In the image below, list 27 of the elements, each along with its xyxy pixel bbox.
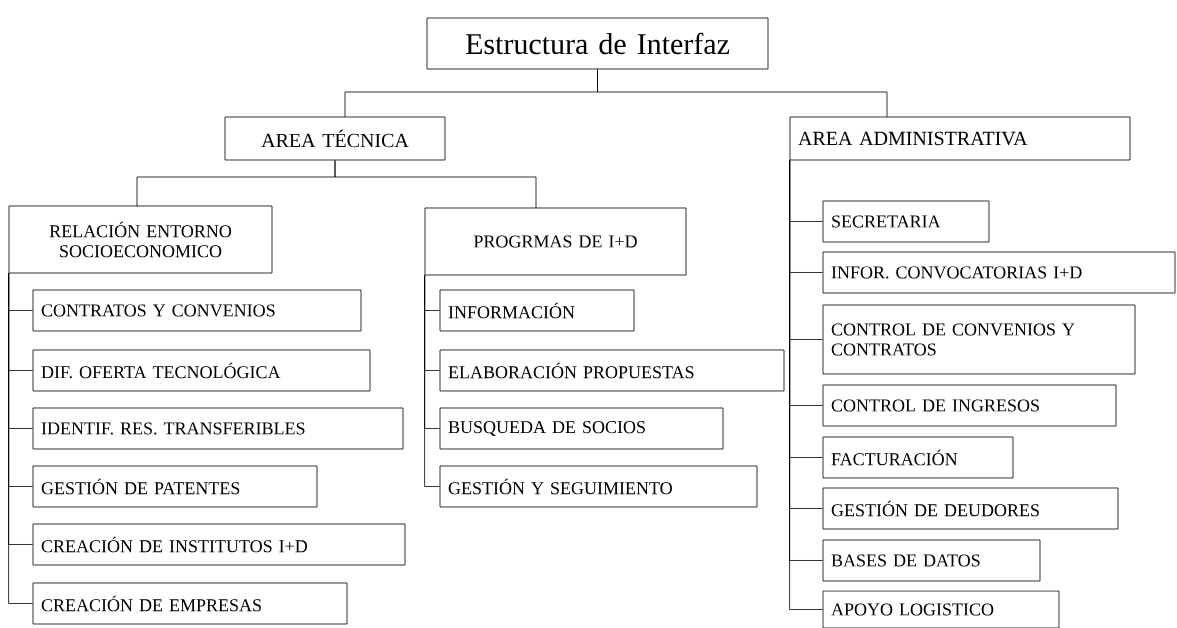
connector-line	[8, 273, 33, 604]
title-box: Estructura de Interfaz	[426, 17, 769, 70]
connector-line	[334, 160, 537, 209]
item-box: DIF. OFERTA TECNOLÓGICA	[32, 349, 371, 392]
item-box: GESTIÓN DE PATENTES	[32, 465, 318, 508]
item-box: BASES DE DATOS	[822, 539, 1041, 582]
section-box: AREA ADMINISTRATIVA	[789, 116, 1131, 161]
connector-line	[597, 69, 888, 118]
item-box: INFORMACIÓN	[439, 289, 635, 332]
item-box: GESTIÓN DE DEUDORES	[822, 487, 1119, 530]
item-box: CONTROL DE INGRESOS	[822, 384, 1117, 427]
item-box: GESTIÓN Y SEGUIMIENTO	[439, 465, 758, 508]
item-box: IDENTIF. RES. TRANSFERIBLES	[32, 407, 404, 450]
item-box: ELABORACIÓN PROPUESTAS	[439, 349, 785, 392]
item-box: SECRETARIA	[822, 200, 990, 243]
item-box: CONTRATOS Y CONVENIOS	[32, 289, 362, 332]
connector-line	[424, 275, 440, 487]
item-box: CREACIÓN DE INSTITUTOS I+D	[32, 523, 406, 566]
category-box: RELACIÓN ENTORNO SOCIOECONOMICO	[8, 205, 273, 274]
item-box: FACTURACIÓN	[822, 436, 1014, 479]
category-box: PROGRMAS DE I+D	[424, 207, 687, 276]
item-box: INFOR. CONVOCATORIAS I+D	[822, 251, 1176, 294]
section-box: AREA TÉCNICA	[224, 116, 446, 161]
item-box: CREACIÓN DE EMPRESAS	[32, 582, 348, 625]
item-box: BUSQUEDA DE SOCIOS	[439, 407, 724, 450]
item-box: APOYO LOGISTICO	[822, 590, 1060, 628]
item-box: CONTROL DE CONVENIOS Y CONTRATOS	[822, 304, 1136, 375]
